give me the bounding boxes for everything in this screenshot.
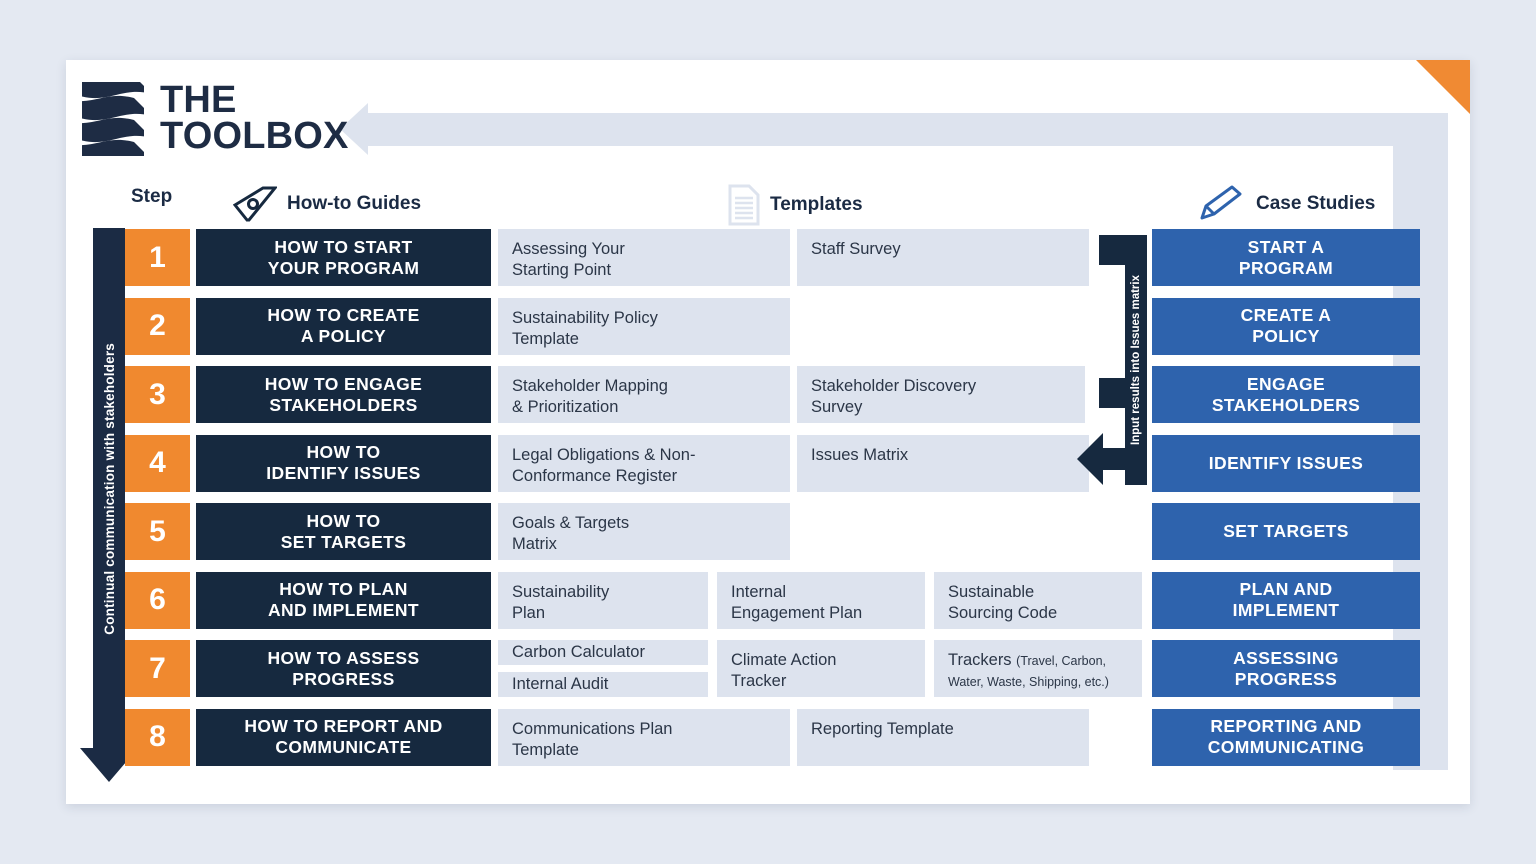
case-study-card-4[interactable]: IDENTIFY ISSUES	[1152, 434, 1420, 492]
header-templates: Templates	[728, 184, 863, 226]
step-number-7[interactable]: 7	[125, 640, 190, 697]
template-card-3-1[interactable]: Stakeholder Mapping& Prioritization	[498, 366, 790, 423]
frame-arrow-top-bar	[366, 113, 1448, 146]
template-card-1-2[interactable]: Staff Survey	[797, 229, 1089, 286]
diagonal-stripes-logo-icon	[82, 82, 144, 156]
case-study-card-5[interactable]: SET TARGETS	[1152, 503, 1420, 560]
header-case-studies: Case Studies	[1196, 184, 1375, 224]
bracket-arm-row4	[1103, 448, 1125, 470]
frame-arrow-head-icon	[340, 103, 368, 155]
header-how-to-guides: How-to Guides	[233, 184, 421, 224]
template-card-4-1[interactable]: Legal Obligations & Non-Conformance Regi…	[498, 434, 790, 492]
brand-line-2: TOOLBOX	[160, 115, 349, 157]
step-number-2[interactable]: 2	[125, 297, 190, 355]
bracket-arm-row1	[1099, 235, 1125, 265]
bracket-stem	[1125, 235, 1147, 485]
step-number-5[interactable]: 5	[125, 503, 190, 560]
step-number-8[interactable]: 8	[125, 708, 190, 766]
header-step-label: Step	[131, 186, 173, 207]
orange-corner-triangle	[1416, 60, 1470, 114]
template-card-7-2[interactable]: Internal Audit	[498, 672, 708, 697]
bracket-label-text: Input results into Issues matrix	[1130, 275, 1142, 445]
pencil-icon	[1200, 185, 1242, 220]
header-templates-label: Templates	[770, 194, 863, 215]
header-guides-label: How-to Guides	[287, 193, 422, 214]
bracket-label-wrap: Input results into Issues matrix	[1125, 235, 1147, 485]
template-card-7-1[interactable]: Carbon Calculator	[498, 640, 708, 665]
template-card-4-2[interactable]: Issues Matrix	[797, 434, 1089, 492]
template-card-7-trackers[interactable]: Trackers (Travel, Carbon, Water, Waste, …	[934, 640, 1142, 697]
template-card-8-2[interactable]: Reporting Template	[797, 708, 1089, 766]
document-icon	[728, 184, 760, 226]
step-number-6[interactable]: 6	[125, 571, 190, 629]
header-step: Step	[131, 186, 172, 208]
step-number-4[interactable]: 4	[125, 434, 190, 492]
brand-line-1: THE	[160, 79, 237, 122]
issues-matrix-bracket: Input results into Issues matrix	[1077, 235, 1147, 485]
trackers-note: (Travel, Carbon, Water, Waste, Shipping,…	[948, 654, 1109, 690]
step-number-1[interactable]: 1	[125, 229, 190, 286]
header-cases-label: Case Studies	[1256, 193, 1376, 214]
parallelogram-compass-icon	[233, 186, 277, 222]
brand-logo: THE TOOLBOX	[82, 79, 349, 157]
step-number-3[interactable]: 3	[125, 366, 190, 423]
continual-communication-spine	[93, 228, 125, 750]
brand-wordmark: THE TOOLBOX	[160, 79, 349, 157]
bracket-arm-row3	[1099, 378, 1125, 408]
bracket-arrow-head-icon	[1077, 433, 1103, 485]
